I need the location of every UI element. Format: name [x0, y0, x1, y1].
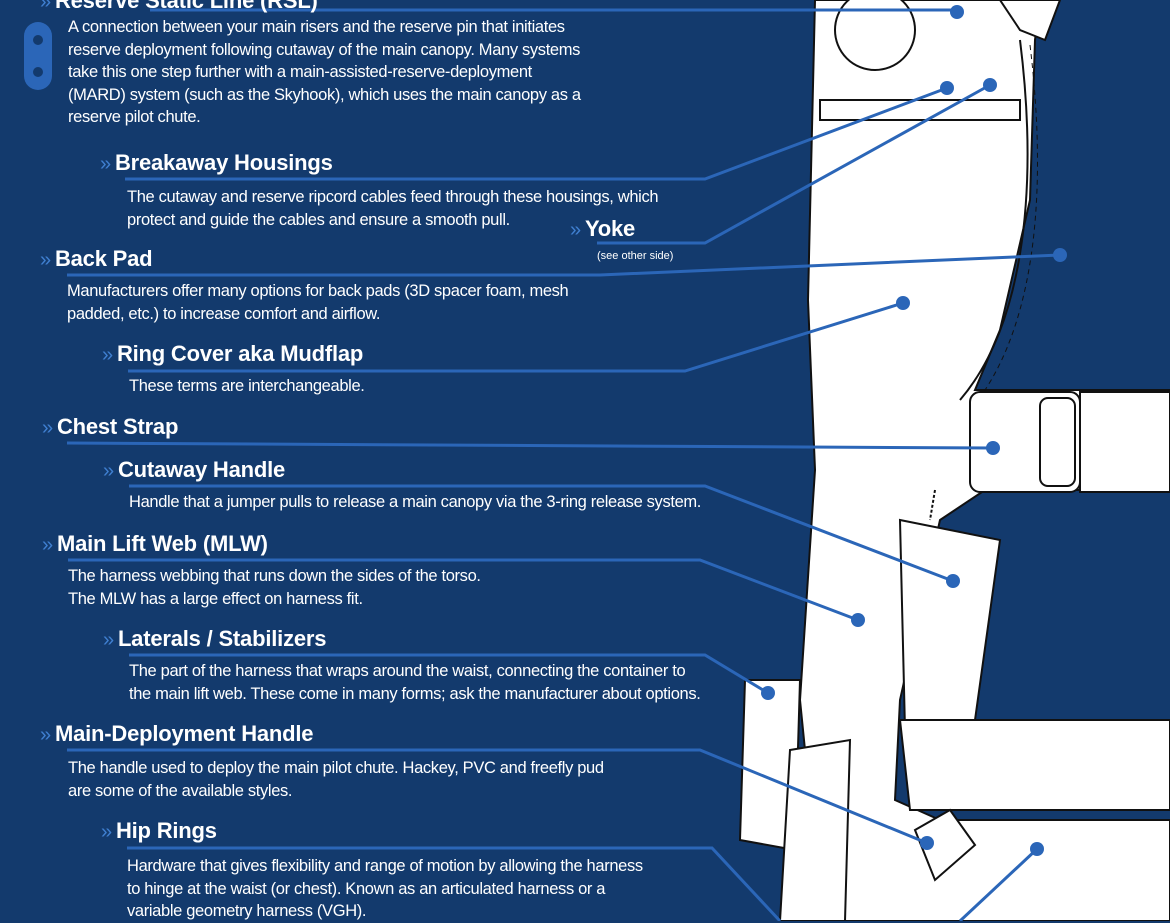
heading-reserve-static-line: »Reserve Static Line (RSL) — [40, 0, 318, 13]
desc-laterals: The part of the harness that wraps aroun… — [129, 662, 701, 703]
heading-breakaway-housings: »Breakaway Housings — [100, 150, 333, 175]
heading-yoke: »Yoke — [570, 216, 636, 241]
heading-hip-rings: »Hip Rings — [101, 818, 217, 843]
desc-main-lift-web: The harness webbing that runs down the s… — [68, 567, 481, 608]
heading-cutaway-handle: »Cutaway Handle — [103, 457, 286, 482]
heading-main-deployment-handle: »Main-Deployment Handle — [40, 721, 314, 746]
heading-main-lift-web: »Main Lift Web (MLW) — [42, 531, 268, 556]
desc-hip-rings: Hardware that gives flexibility and rang… — [127, 857, 643, 920]
desc-reserve-static-line: A connection between your main risers an… — [68, 18, 581, 126]
desc-main-deployment-handle: The handle used to deploy the main pilot… — [68, 759, 604, 800]
yoke-note: (see other side) — [597, 250, 674, 262]
rig-drawing — [738, 0, 1170, 921]
heading-back-pad: »Back Pad — [40, 246, 153, 271]
leader-lines — [66, 8, 1061, 921]
desc-cutaway-handle: Handle that a jumper pulls to release a … — [129, 493, 702, 511]
heading-laterals: »Laterals / Stabilizers — [103, 626, 327, 651]
heading-chest-strap: »Chest Strap — [42, 414, 179, 439]
desc-back-pad: Manufacturers offer many options for bac… — [67, 282, 569, 323]
desc-breakaway-housings: The cutaway and reserve ripcord cables f… — [127, 188, 659, 229]
carabiner-icon — [24, 22, 52, 90]
desc-ring-cover: These terms are interchangeable. — [129, 377, 365, 395]
callout-dots — [761, 5, 1067, 856]
heading-ring-cover: »Ring Cover aka Mudflap — [102, 341, 364, 366]
